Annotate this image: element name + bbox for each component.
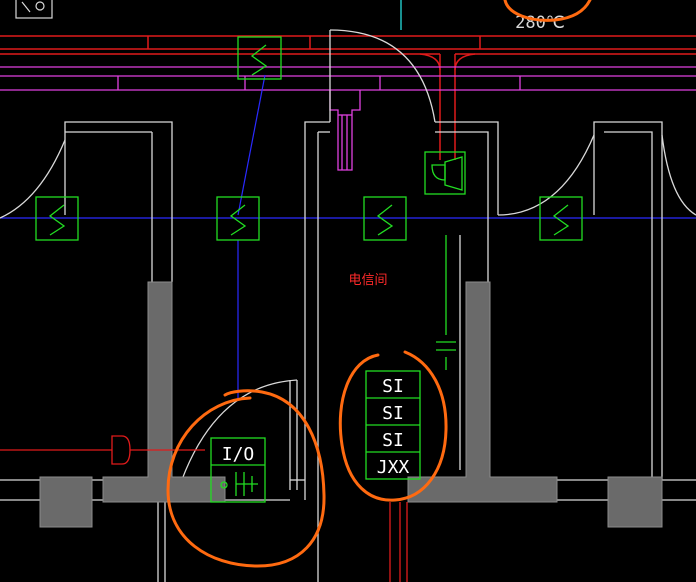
magenta-pipe-bundle	[0, 66, 696, 171]
door-swing-icon	[661, 134, 696, 216]
smoke-detector-icon	[363, 196, 407, 241]
red-pipe-bundle	[0, 35, 696, 160]
panel-label-3: SI	[382, 430, 404, 451]
smoke-detectors	[35, 36, 583, 241]
structural-columns	[39, 281, 663, 528]
smoke-detector-icon	[237, 36, 282, 80]
panel-label-1: SI	[382, 376, 404, 397]
speaker-icon	[424, 151, 466, 195]
io-outlet-box: I/O	[210, 437, 266, 503]
bottom-red-pipes	[389, 502, 408, 582]
markup-circle-io	[166, 389, 326, 568]
room-label: 电信间	[348, 273, 387, 288]
cable-tray-symbol	[436, 235, 456, 370]
door-swing-icon	[174, 379, 298, 501]
markup-annotations	[166, 0, 592, 568]
door-swing-icon	[0, 139, 66, 219]
door-swing-icon	[329, 29, 436, 123]
smoke-detector-icon	[539, 196, 583, 241]
equipment-panel-stack: SI SI SI JXX	[365, 370, 421, 480]
panel-label-4: JXX	[377, 457, 410, 478]
terminal-symbol	[0, 435, 205, 465]
panel-label-2: SI	[382, 403, 404, 424]
markup-circle-panels	[338, 350, 448, 502]
markup-top-squiggle	[503, 0, 592, 22]
door-swing-icon	[497, 134, 595, 216]
io-label: I/O	[222, 444, 255, 465]
smoke-detector-icon	[216, 196, 260, 241]
top-left-symbol	[15, 0, 53, 19]
smoke-detector-icon	[35, 196, 79, 241]
outlet-icon	[220, 472, 258, 496]
blue-wiring	[0, 74, 696, 400]
